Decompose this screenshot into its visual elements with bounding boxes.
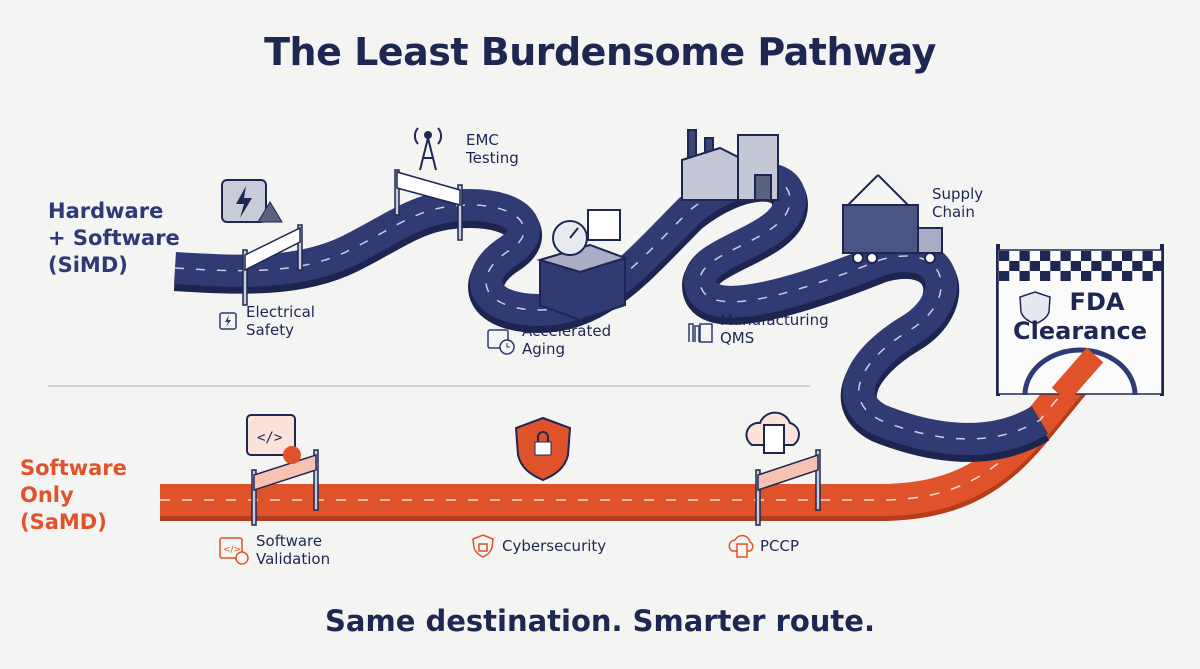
shield-lock-icon xyxy=(472,534,494,558)
lane-label-software: Software Only (SaMD) xyxy=(20,455,127,536)
milestone-label: Cybersecurity xyxy=(502,537,607,555)
fda-shield-icon xyxy=(1019,291,1051,325)
calendar-clock-icon xyxy=(487,329,515,355)
milestone-label: Manufacturing xyxy=(720,311,829,329)
aging-chamber-icon xyxy=(536,209,629,322)
page-title: The Least Burdensome Pathway xyxy=(264,30,936,74)
chip-bolt-icon xyxy=(219,312,237,330)
milestone-label: Testing xyxy=(466,149,519,167)
tagline: Same destination. Smarter route. xyxy=(325,604,875,638)
shield-lock-icon xyxy=(514,416,572,482)
milestone-label: Aging xyxy=(522,340,565,358)
milestone-pccp: PCCP xyxy=(726,533,799,559)
milestone-label: Software xyxy=(256,532,323,550)
milestone-label: Validation xyxy=(256,550,331,568)
lane-software-line2: Only xyxy=(20,483,74,507)
lane-divider xyxy=(48,385,810,387)
milestone-label: QMS xyxy=(720,329,755,347)
milestone-label: PCCP xyxy=(760,537,800,555)
container-truck-icon xyxy=(842,174,943,264)
lane-software-line1: Software xyxy=(20,456,127,480)
cloud-clipboard-icon xyxy=(745,411,800,454)
milestone-label: Supply xyxy=(932,185,984,203)
lane-hardware-line3: (SiMD) xyxy=(48,253,128,277)
antenna-tower-icon xyxy=(414,127,442,171)
barrier-emc xyxy=(394,169,463,241)
checkered-flag-banner xyxy=(999,251,1163,281)
lane-software-line3: (SaMD) xyxy=(20,510,107,534)
milestone-label: Safety xyxy=(246,321,294,339)
code-window-check-icon: </> xyxy=(219,537,249,565)
barrier-pccp xyxy=(755,449,821,526)
fda-clearance-label: FDA Clearance xyxy=(1005,288,1155,346)
lane-label-hardware: Hardware + Software (SiMD) xyxy=(48,198,180,279)
milestone-cybersecurity: Cybersecurity xyxy=(470,533,606,559)
destination-line2: Clearance xyxy=(1013,317,1147,345)
code-window-check-icon: </> xyxy=(246,414,301,464)
milestone-label: Electrical xyxy=(246,303,315,321)
chip-bolt-icon xyxy=(221,179,283,223)
cloud-clipboard-icon xyxy=(728,534,754,558)
lane-hardware-line2: + Software xyxy=(48,226,180,250)
finish-gate xyxy=(996,244,1164,403)
factory-icon xyxy=(681,129,779,201)
milestone-label: EMC xyxy=(466,131,499,149)
barrier-electrical xyxy=(242,224,303,306)
svg-text:</>: </> xyxy=(223,545,241,555)
milestone-label: Chain xyxy=(932,203,975,221)
lane-hardware-line1: Hardware xyxy=(48,199,164,223)
milestone-label: Accelerated xyxy=(522,322,612,340)
factory-icon xyxy=(688,323,713,343)
svg-text:</>: </> xyxy=(257,430,282,446)
destination-line1: FDA xyxy=(1069,288,1125,316)
